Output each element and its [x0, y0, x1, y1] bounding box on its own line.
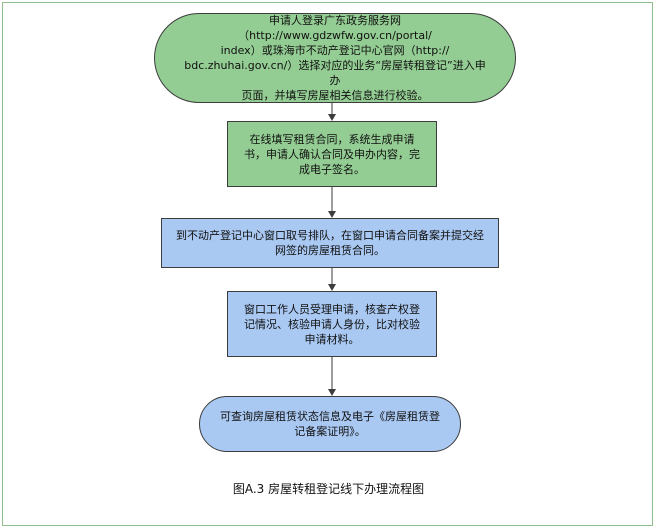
diagram-frame	[2, 2, 653, 526]
process-node-review-text: 窗口工作人员受理申请，核查产权登 记情况、核验申请人身份，比对校验 申请材料。	[244, 302, 420, 346]
end-node: 可查询房屋租赁状态信息及电子《房屋租赁登 记备案证明》。	[199, 396, 461, 452]
start-node-text: 申请人登录广东政务服务网（http://www.gdzwfw.gov.cn/po…	[184, 14, 486, 102]
process-node-window-filing-text: 到不动产登记中心窗口取号排队，在窗口申请合同备案并提交经 网签的房屋租赁合同。	[176, 229, 484, 257]
process-node-window-filing: 到不动产登记中心窗口取号排队，在窗口申请合同备案并提交经 网签的房屋租赁合同。	[161, 218, 499, 268]
process-node-online-contract: 在线填写租赁合同，系统生成申请 书，申请人确认合同及申办内容，完 成电子签名。	[227, 121, 437, 187]
process-node-review: 窗口工作人员受理申请，核查产权登 记情况、核验申请人身份，比对校验 申请材料。	[227, 291, 437, 357]
start-node: 申请人登录广东政务服务网（http://www.gdzwfw.gov.cn/po…	[154, 13, 516, 103]
end-node-text: 可查询房屋租赁状态信息及电子《房屋租赁登 记备案证明》。	[220, 410, 440, 438]
process-node-online-contract-text: 在线填写租赁合同，系统生成申请 书，申请人确认合同及申办内容，完 成电子签名。	[244, 132, 420, 176]
figure-caption: 图A.3 房屋转租登记线下办理流程图	[232, 482, 425, 496]
